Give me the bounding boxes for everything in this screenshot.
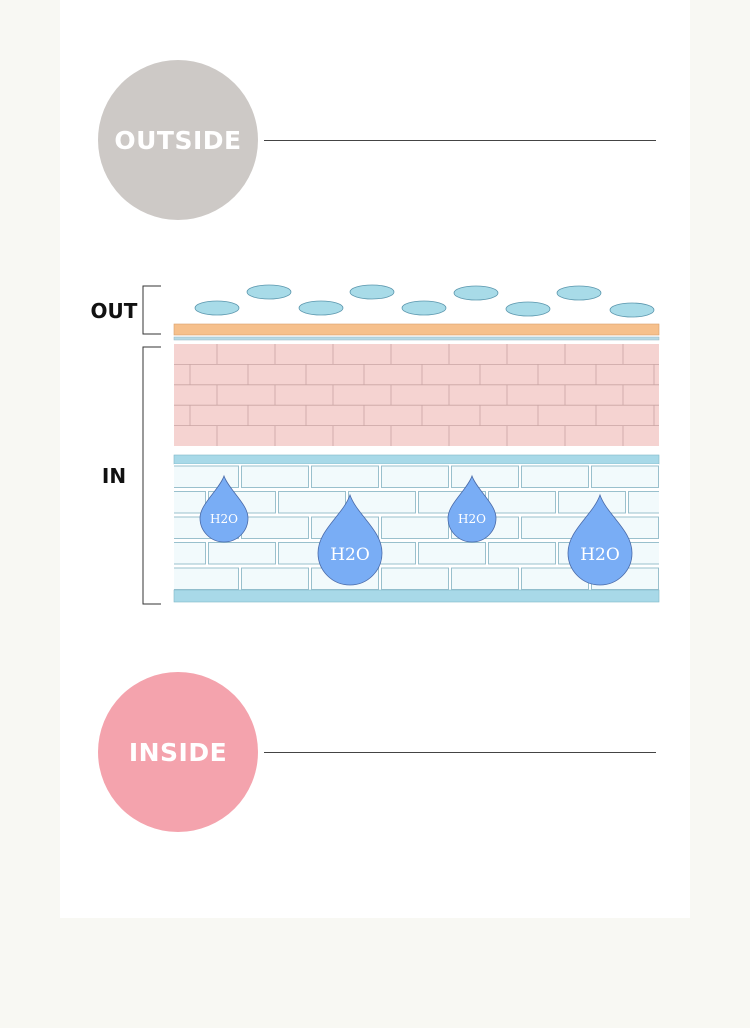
surface-oval: [505, 301, 551, 317]
pink-brick-layer: [174, 344, 659, 446]
in-bracket: [142, 346, 161, 605]
surface-oval: [401, 300, 447, 316]
inside-label: INSIDE: [128, 737, 228, 767]
water-drop-small-1: H2O: [199, 474, 249, 543]
surface-oval: [298, 300, 344, 316]
outside-divider-line: [264, 140, 656, 141]
lipid-band: [173, 323, 660, 336]
drop-label: H2O: [210, 512, 238, 526]
drop-label: H2O: [580, 545, 620, 565]
surface-oval: [609, 302, 655, 318]
water-drop-large-2: H2O: [567, 493, 633, 586]
outside-label: OUTSIDE: [114, 125, 242, 155]
out-bracket: [142, 285, 161, 335]
inside-circle: INSIDE: [98, 672, 258, 832]
drop-label: H2O: [330, 545, 370, 565]
blue-top-band: [173, 454, 660, 465]
surface-oval: [246, 284, 292, 300]
lipid-band-underline: [173, 336, 660, 341]
surface-oval: [556, 285, 602, 301]
surface-particles: [194, 284, 655, 318]
blue-bottom-band: [173, 589, 660, 603]
surface-oval: [349, 284, 395, 300]
surface-oval: [194, 300, 240, 316]
water-drop-small-2: H2O: [447, 474, 497, 543]
in-label: IN: [102, 464, 126, 488]
surface-oval: [453, 285, 499, 301]
out-label: OUT: [91, 299, 138, 323]
water-drop-large-1: H2O: [317, 493, 383, 586]
outside-circle: OUTSIDE: [98, 60, 258, 220]
inside-divider-line: [264, 752, 656, 753]
drop-label: H2O: [458, 512, 486, 526]
